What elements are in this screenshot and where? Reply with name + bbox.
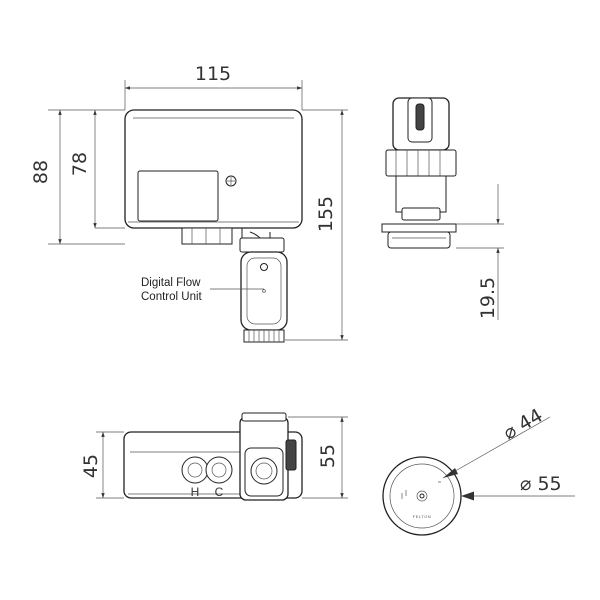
dimension-diameter-44-label: ⌀44: [500, 404, 547, 444]
dimension-55-vertical-label: 55: [317, 444, 339, 468]
side-view: 19.5: [381, 97, 504, 320]
side-collar: [385, 149, 457, 177]
escutcheon-inner: [389, 463, 455, 529]
hot-port: [181, 456, 209, 484]
cold-port: [205, 456, 233, 484]
dimension-78-label: 78: [69, 152, 91, 176]
hot-port-label: H: [191, 485, 200, 499]
dimension-88-label: 88: [30, 160, 52, 184]
diameter-44-leader: [442, 416, 551, 479]
bottom-connector: [181, 227, 233, 245]
side-base-flange: [381, 223, 457, 233]
callout-label-line1: Digital Flow: [141, 277, 201, 289]
callout-label-line2: Control Unit: [141, 291, 203, 303]
dimension-45-label: 45: [80, 454, 102, 478]
dimension-155-label: 155: [315, 196, 337, 232]
escutcheon-view: FELTON ⌀44 ⌀55: [382, 404, 575, 536]
dimension-diameter-55-label: ⌀55: [520, 473, 562, 495]
brand-mark: FELTON: [413, 514, 431, 519]
front-view: 115 88 78 155: [30, 63, 348, 343]
cold-port-label: C: [215, 485, 224, 499]
dimension-115-label: 115: [195, 63, 231, 85]
display-window: [137, 170, 219, 222]
dimension-19-5-label: 19.5: [477, 277, 499, 319]
bottom-view: H C 45 55: [80, 412, 348, 501]
